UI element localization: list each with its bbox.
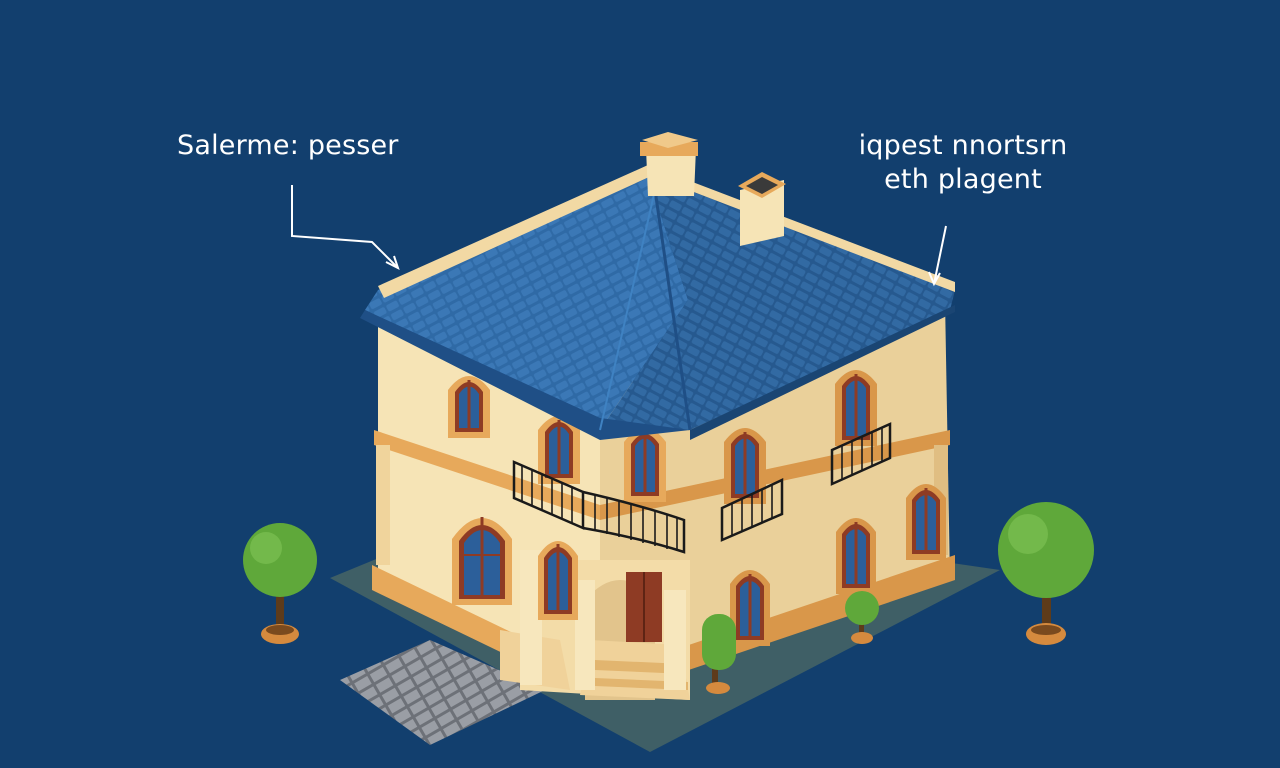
chimney-icon: [738, 172, 786, 246]
arrow-icon: [928, 225, 947, 287]
balcony-railing-icon: [512, 422, 892, 554]
roof: [360, 165, 955, 440]
house: [360, 132, 955, 700]
annotation-left: Salerme: pesser: [177, 130, 399, 161]
entrance-porch: [500, 550, 690, 700]
annotation-right-line-1: iqpest nnortsrn: [858, 130, 1068, 161]
upper-windows: [448, 370, 877, 504]
tree-icon: [243, 523, 317, 644]
lower-windows: [452, 484, 946, 646]
tree-icon: [998, 502, 1094, 645]
chimney-icon: [640, 132, 698, 196]
annotation-right: iqpest nnortsrn eth plagent: [838, 129, 1088, 197]
arrow-icon: [291, 185, 400, 270]
annotation-right-line-2: eth plagent: [884, 164, 1042, 195]
cobblestone-path: [340, 640, 545, 745]
tree-icon: [845, 591, 879, 644]
tree-icon: [702, 614, 736, 694]
